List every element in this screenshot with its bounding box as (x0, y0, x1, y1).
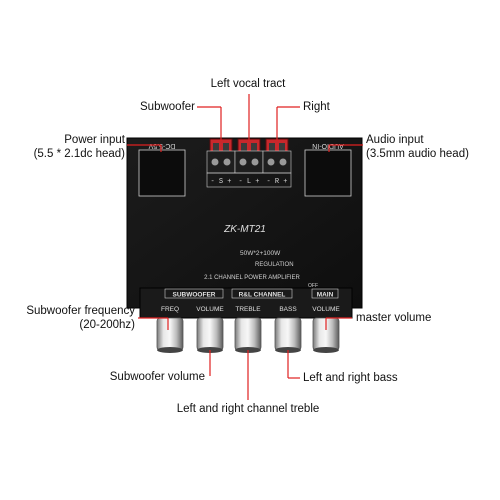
knob-label-volume-main: VOLUME (312, 306, 340, 313)
front-panel (139, 287, 353, 319)
callout-audio-input-detail: (3.5mm audio head) (366, 148, 469, 160)
terminal-mark-sub: - S + (210, 178, 231, 186)
knob-freq[interactable] (156, 317, 184, 353)
terminal-mark-left: - L + (238, 178, 259, 186)
power-rating: 50W*2+100W (240, 250, 281, 257)
callout-subwoofer-frequency-detail: (20-200hz) (79, 319, 135, 331)
audio-jack-label: AUDIO-IN (312, 142, 344, 149)
terminal-subwoofer[interactable] (206, 138, 236, 174)
section-main: MAIN (317, 292, 334, 299)
knob-bass[interactable] (274, 317, 302, 353)
callout-left-vocal-tract: Left vocal tract (210, 78, 286, 90)
knob-label-treble: TREBLE (235, 306, 261, 313)
section-subwoofer: SUBWOOFER (173, 292, 216, 299)
callout-left-right-bass: Left and right bass (303, 372, 398, 384)
callout-left-right-treble: Left and right channel treble (176, 403, 320, 415)
terminal-right[interactable] (262, 138, 292, 174)
dc-jack-label: DC-5.5V (148, 142, 175, 149)
callout-right: Right (303, 101, 330, 113)
callout-audio-input: Audio input (366, 134, 424, 146)
terminal-left[interactable] (234, 138, 264, 174)
callout-lines (127, 94, 363, 400)
model-name: ZK-MT21 (223, 224, 266, 235)
board-subtitle: 2.1 CHANNEL POWER AMPLIFIER (204, 275, 300, 281)
knob-label-volume-sub: VOLUME (196, 306, 224, 313)
off-text: OFF (308, 283, 318, 289)
audio-jack[interactable] (304, 149, 352, 197)
knob-volume-sub[interactable] (196, 317, 224, 353)
knob-label-freq: FREQ (161, 306, 179, 313)
regulation-text: REGULATION (255, 262, 294, 268)
knob-treble[interactable] (234, 317, 262, 353)
callout-subwoofer-volume: Subwoofer volume (109, 371, 205, 383)
section-channel: R&L CHANNEL (239, 292, 286, 299)
callout-master-volume: master volume (356, 312, 432, 324)
knob-volume-main[interactable] (312, 317, 340, 353)
dc-jack[interactable] (138, 149, 186, 197)
callout-power-input-detail: (5.5 * 2.1dc head) (33, 148, 125, 160)
callout-subwoofer-frequency: Subwoofer frequency (26, 305, 135, 317)
callout-power-input: Power input (64, 134, 125, 146)
callout-subwoofer: Subwoofer (140, 101, 195, 113)
terminal-mark-right: - R + (266, 178, 287, 186)
knob-label-bass: BASS (279, 306, 297, 313)
